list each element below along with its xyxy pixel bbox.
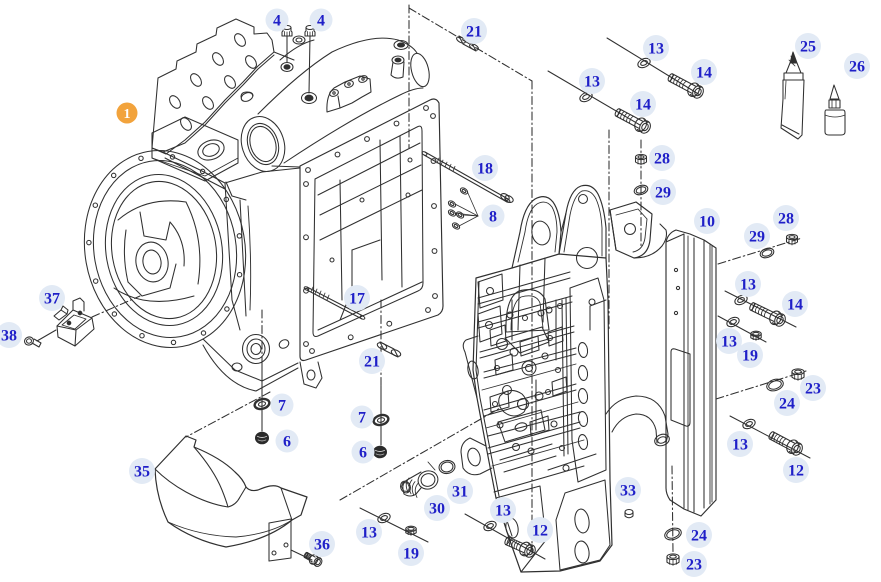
svg-text:23: 23	[686, 557, 702, 574]
svg-text:7: 7	[278, 398, 286, 415]
svg-text:38: 38	[1, 328, 17, 345]
svg-text:13: 13	[495, 503, 511, 520]
svg-text:13: 13	[361, 525, 377, 542]
svg-text:30: 30	[429, 501, 445, 518]
svg-text:33: 33	[620, 483, 636, 500]
svg-text:1: 1	[124, 107, 131, 122]
svg-text:4: 4	[317, 13, 325, 30]
svg-text:21: 21	[364, 354, 380, 371]
svg-text:24: 24	[691, 528, 707, 545]
svg-text:29: 29	[655, 185, 671, 202]
svg-text:14: 14	[787, 297, 803, 314]
svg-text:7: 7	[358, 410, 366, 427]
svg-text:29: 29	[749, 229, 765, 246]
svg-text:13: 13	[721, 334, 737, 351]
svg-text:19: 19	[403, 546, 419, 563]
svg-text:31: 31	[452, 484, 468, 501]
svg-text:14: 14	[635, 97, 651, 114]
svg-text:28: 28	[654, 151, 670, 168]
svg-text:13: 13	[584, 74, 600, 91]
svg-text:8: 8	[489, 209, 497, 226]
svg-text:12: 12	[788, 463, 804, 480]
svg-text:25: 25	[800, 39, 816, 56]
svg-text:13: 13	[732, 437, 748, 454]
svg-text:17: 17	[349, 291, 365, 308]
svg-text:23: 23	[805, 381, 821, 398]
svg-text:4: 4	[273, 13, 281, 30]
svg-text:18: 18	[477, 161, 493, 178]
svg-text:6: 6	[283, 434, 291, 451]
svg-text:10: 10	[699, 214, 715, 231]
svg-text:24: 24	[779, 396, 795, 413]
svg-text:37: 37	[44, 291, 60, 308]
svg-text:14: 14	[696, 65, 712, 82]
svg-text:12: 12	[532, 523, 548, 540]
svg-text:6: 6	[359, 445, 367, 462]
svg-text:19: 19	[742, 348, 758, 365]
svg-text:13: 13	[648, 41, 664, 58]
svg-text:36: 36	[314, 537, 330, 554]
svg-text:26: 26	[849, 59, 865, 76]
svg-text:28: 28	[778, 211, 794, 228]
svg-text:35: 35	[134, 464, 150, 481]
svg-text:21: 21	[466, 24, 482, 41]
svg-text:13: 13	[740, 277, 756, 294]
